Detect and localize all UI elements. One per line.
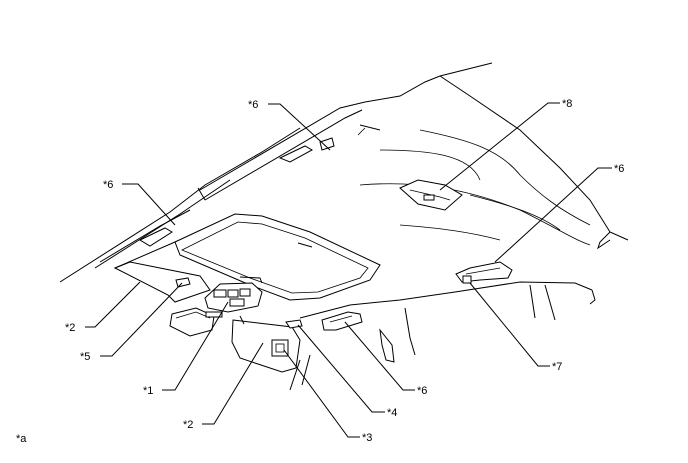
leader-lines	[85, 102, 612, 438]
surface-contour-1	[419, 129, 591, 226]
leader-6-right	[494, 167, 612, 263]
leader-7	[469, 282, 550, 367]
callout-6-top: *6	[248, 99, 258, 111]
pillar-trim-right	[379, 328, 395, 363]
vanity-mirror	[271, 339, 289, 357]
callout-3: *3	[362, 432, 372, 444]
left-pillar-inner	[94, 179, 231, 269]
sunroof-opening	[174, 213, 381, 301]
callout-4: *4	[387, 407, 397, 419]
assist-grip-front	[321, 311, 363, 331]
console-top-clip	[239, 276, 263, 284]
assist-grip-left-rear	[278, 145, 314, 163]
coat-hook	[462, 275, 472, 284]
console-button-2	[227, 289, 239, 298]
console-lamp	[229, 298, 245, 307]
callout-labels: *6 *6 *8 *6 *2 *5 *1 *2 *6 *7 *4 *3 *a	[16, 98, 624, 445]
assist-grip-left-front	[138, 227, 173, 247]
leader-5	[100, 282, 183, 357]
callout-7: *7	[552, 361, 562, 373]
right-lower-corner	[589, 289, 596, 305]
right-sun-visor	[231, 319, 301, 373]
callout-8: *8	[562, 98, 572, 110]
right-corner	[597, 231, 611, 250]
leader-1	[162, 301, 229, 391]
callout-6-lower: *6	[417, 385, 427, 397]
dome-lamp-line	[409, 189, 451, 201]
pillar-line-4	[289, 359, 301, 391]
visor-pivot	[239, 315, 245, 325]
pillar-line-3	[544, 284, 556, 321]
console-button-3	[239, 288, 251, 297]
assist-grip-front-inner	[329, 315, 353, 323]
grip-bracket	[319, 137, 335, 151]
surface-contour-5	[469, 194, 561, 231]
assist-grip-rear-inner	[465, 267, 501, 275]
leader-3	[283, 349, 360, 438]
pillar-line-1	[404, 307, 416, 356]
callout-6-right: *6	[614, 163, 624, 175]
left-visor-line	[175, 311, 211, 319]
leader-6-left	[122, 183, 176, 226]
visor-holder-right	[285, 319, 303, 329]
leader-6-lower	[344, 321, 415, 391]
left-sun-visor	[113, 261, 211, 303]
headliner-assembly	[59, 62, 629, 391]
vanity-mirror-inner	[275, 343, 285, 353]
contour-tick	[357, 127, 366, 136]
left-roof-rail-upper	[199, 101, 366, 191]
dome-lamp-switch	[423, 194, 435, 201]
surface-contour-4	[399, 224, 501, 241]
view-label: *a	[16, 433, 27, 445]
callout-2-right: *2	[183, 419, 193, 431]
leader-6-top	[268, 103, 331, 151]
left-pillar-outer	[59, 127, 301, 283]
contour-mark	[359, 124, 381, 131]
callout-2-left: *2	[65, 322, 75, 334]
callout-1: *1	[143, 385, 153, 397]
surface-contour-3	[359, 183, 591, 246]
sunroof-inner-edge	[181, 221, 369, 294]
rear-top-edge	[364, 62, 493, 103]
left-pillar-strip	[99, 209, 191, 263]
pillar-line-2	[529, 284, 536, 319]
visor-holder-left	[175, 277, 191, 288]
sunroof-latch	[297, 242, 313, 248]
left-roof-rail-lower	[204, 109, 363, 201]
rail-joint	[197, 187, 206, 201]
callout-6-left: *6	[103, 179, 113, 191]
console-button-1	[213, 289, 227, 298]
leader-2-left	[85, 281, 141, 328]
mirror-mount	[205, 311, 223, 318]
leader-4	[297, 324, 385, 413]
surface-contour-2	[379, 149, 481, 181]
callout-5: *5	[80, 351, 90, 363]
right-lower-edge	[299, 281, 593, 319]
leader-8	[439, 102, 560, 191]
leader-2-right	[202, 342, 264, 425]
pillar-line-5	[301, 354, 311, 386]
